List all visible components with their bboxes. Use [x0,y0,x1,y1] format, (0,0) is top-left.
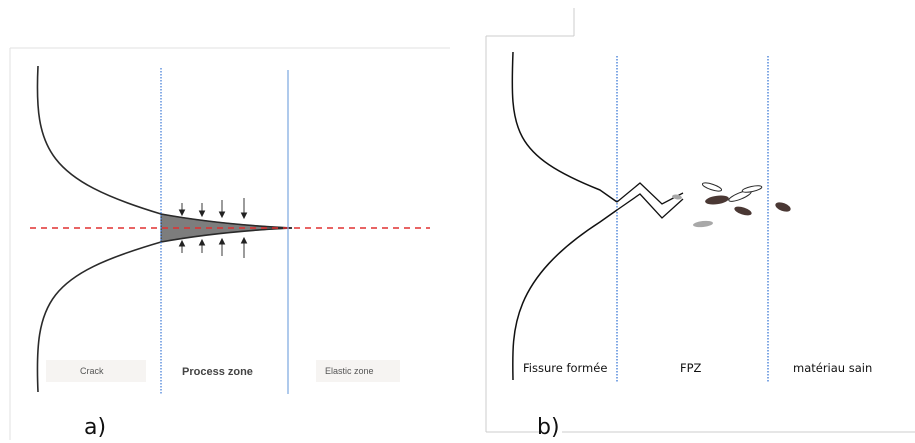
fissure-profile-lower [512,209,618,381]
fissure-profile-upper [511,51,618,203]
zone-label-fissure: Fissure formée [523,361,607,375]
microcrack-fragments [672,182,791,228]
fragment-dark [775,202,791,212]
zone-label-elastic: Elastic zone [325,366,374,376]
fragment-dark [705,195,729,205]
closing-stress-arrows-bottom [178,236,248,258]
microcrack-zigzag-upper [616,182,684,205]
crack-profile-upper [36,65,293,229]
panel-b: Fissure formée FPZ matériau sain b) [485,8,915,440]
closing-stress-arrows-top [178,198,248,220]
elastic-label-box [316,360,400,382]
zone-label-fpz: FPZ [680,361,702,375]
fragment-grey [693,220,713,228]
crack-profile-lower [36,227,293,393]
zone-label-process: Process zone [182,366,253,378]
crack-label-box [46,360,146,382]
zone-label-crack: Crack [80,366,104,376]
panel-b-label: b) [537,415,560,440]
panel-a: Crack Process zone Elastic zone a) [9,47,450,440]
microcrack-zigzag-lower [616,193,684,219]
panel-a-label: a) [84,415,106,440]
fragment-dark [734,206,752,216]
fragment-outline [741,185,763,193]
fragment-outline [701,182,723,192]
fragment-grey [672,194,682,200]
zone-label-sain: matériau sain [793,361,872,375]
